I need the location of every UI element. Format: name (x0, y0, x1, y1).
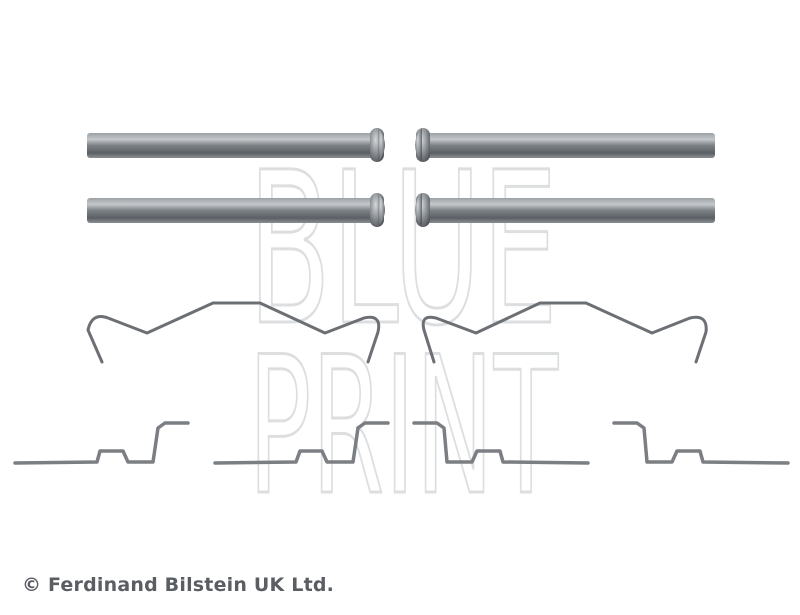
copyright-text: © Ferdinand Bilstein UK Ltd. (22, 574, 335, 596)
clip-4 (612, 421, 790, 465)
pin-top-right (415, 128, 715, 162)
clip-1 (13, 421, 190, 465)
spring-left (86, 301, 381, 364)
clip-2 (213, 421, 390, 465)
svg-text:PRINT: PRINT (248, 316, 559, 537)
spring-right (421, 301, 708, 364)
pin-bottom-right (415, 193, 715, 227)
pin-top-left (87, 128, 385, 162)
svg-text:BLUE: BLUE (248, 127, 558, 372)
clip-3 (412, 421, 590, 465)
pin-bottom-left (87, 193, 385, 227)
